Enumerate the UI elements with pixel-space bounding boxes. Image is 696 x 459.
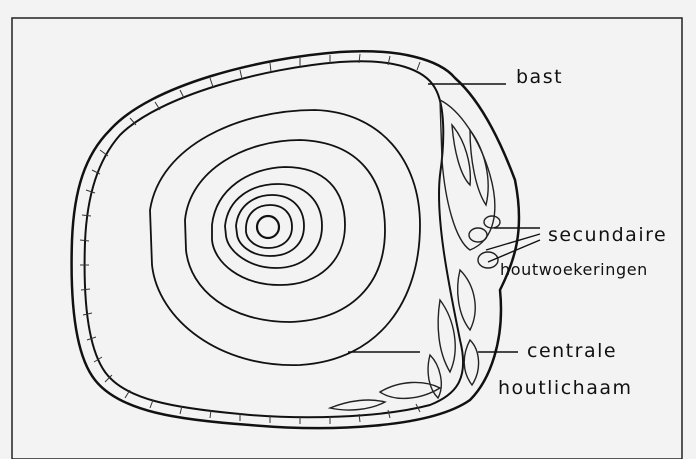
growth-ring-1: [150, 110, 420, 365]
growth-ring-6: [246, 205, 292, 248]
leader-line-secundaire-2: [486, 234, 540, 250]
label-bast: bast: [516, 66, 563, 88]
label-secundaire: secundaire: [548, 224, 667, 246]
label-houtlichaam: houtlichaam: [498, 377, 633, 399]
secondary-wood-growths: [330, 100, 500, 410]
growth-rings: [150, 110, 420, 365]
label-centrale: centrale: [527, 340, 617, 362]
label-houtwoekeringen: houtwoekeringen: [500, 260, 648, 279]
pith-center: [257, 216, 279, 238]
